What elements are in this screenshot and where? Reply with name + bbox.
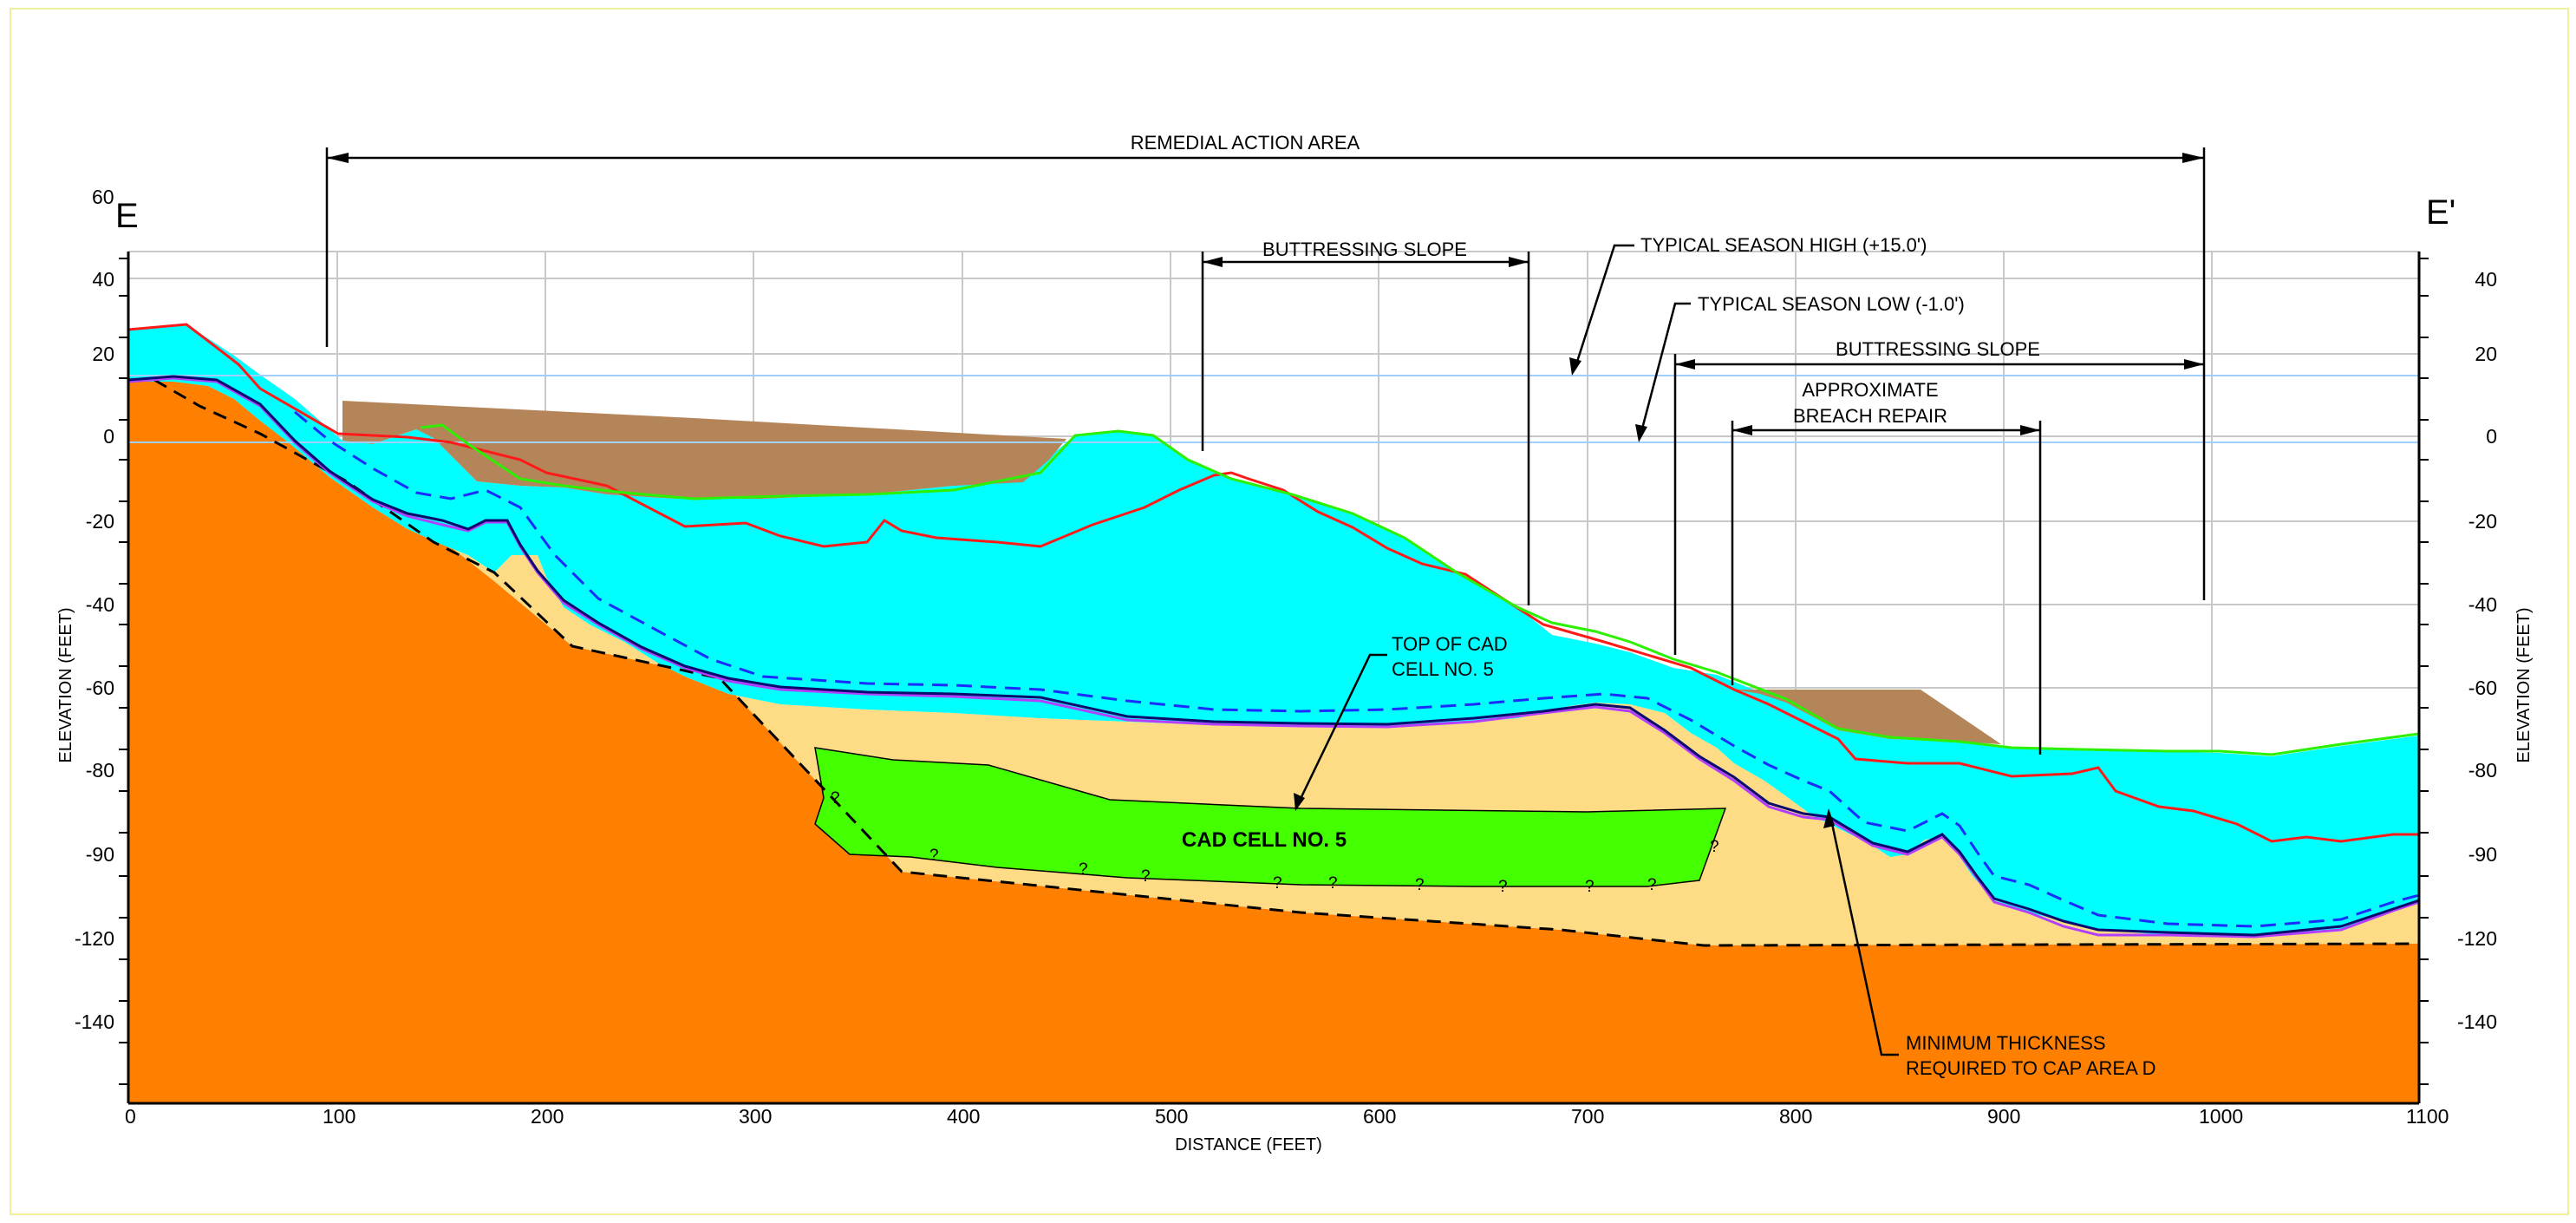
bedrock-layer — [128, 378, 2419, 1103]
min-thickness-leader — [1823, 808, 1899, 1056]
y-tick-left: -60 — [86, 677, 114, 699]
breach-repair-label-line2: BREACH REPAIR — [1793, 405, 1947, 427]
y-tick-left: -90 — [86, 843, 114, 866]
red-contact-line — [127, 323, 2419, 843]
min-cap-dashed-line — [294, 410, 2420, 928]
cad-cell-polygon — [814, 747, 1727, 887]
fill-material-right — [1734, 690, 2001, 744]
y-tick-left: 0 — [103, 425, 114, 448]
section-start-label: E — [115, 197, 139, 235]
y-tick-right: -20 — [2468, 510, 2497, 533]
uncertain-contact-marks: ? ? ? ? ? ? ? ? ? ? ? — [831, 789, 1719, 896]
y-tick-labels-right: 40 20 0 -20 -40 -60 -80 -90 -120 -140 — [2457, 268, 2497, 1033]
x-tick: 900 — [1987, 1105, 2020, 1128]
cad-cell-label: CAD CELL NO. 5 — [1182, 828, 1347, 852]
top-of-cad-label-line2: CELL NO. 5 — [1392, 658, 1494, 680]
y-tick-left: -80 — [86, 759, 114, 782]
ground-surface-line — [420, 423, 2420, 756]
sheet-border — [10, 8, 2569, 1215]
y-tick-left: -20 — [86, 510, 114, 533]
uncertain-mark: ? — [1273, 874, 1282, 893]
y-tick-right: -80 — [2468, 759, 2497, 782]
remedial-action-area-callout — [325, 147, 2206, 600]
breach-repair-callout — [1731, 421, 2042, 755]
x-tick: 1000 — [2199, 1105, 2243, 1128]
min-thickness-label-line2: REQUIRED TO CAP AREA D — [1906, 1057, 2156, 1079]
x-tick: 200 — [531, 1105, 564, 1128]
y-tick-right: 20 — [2475, 343, 2497, 365]
buttressing-slope-right-callout — [1673, 354, 2204, 655]
y-tick-right: 40 — [2475, 268, 2497, 291]
x-tick: 1100 — [2406, 1105, 2449, 1128]
y-tick-left: -40 — [86, 593, 114, 616]
buttressing-slope-left-callout — [1201, 252, 1530, 605]
x-tick: 500 — [1155, 1105, 1188, 1128]
x-tick: 800 — [1779, 1105, 1812, 1128]
fill-material-left — [342, 401, 1066, 499]
sediment-water-layer — [128, 324, 2419, 937]
y-tick-left: 40 — [92, 268, 114, 291]
y-tick-right: -90 — [2468, 843, 2497, 866]
bedrock-contact-dashed — [153, 378, 2420, 947]
y-axis-title-right: ELEVATION (FEET) — [2514, 607, 2534, 762]
navy-contact-line — [127, 375, 2420, 937]
uncertain-mark: ? — [929, 847, 939, 865]
top-of-cad-leader — [1294, 653, 1387, 811]
x-tick: 600 — [1363, 1105, 1396, 1128]
breach-repair-label-line1: APPROXIMATE — [1802, 379, 1938, 401]
y-tick-right: -140 — [2457, 1010, 2497, 1033]
uncertain-mark: ? — [1585, 878, 1595, 896]
purple-contact-line — [127, 376, 2420, 939]
remedial-action-area-label: REMEDIAL ACTION AREA — [1131, 132, 1360, 154]
y-tick-left: 20 — [92, 343, 114, 365]
x-tick-labels: 0 100 200 300 400 500 600 700 800 900 10… — [125, 1105, 2449, 1128]
right-minor-ticks — [2419, 258, 2429, 1085]
y-tick-right: -40 — [2468, 593, 2497, 616]
section-end-label: E' — [2426, 193, 2455, 232]
y-tick-left: -120 — [75, 927, 114, 950]
y-tick-right: -60 — [2468, 677, 2497, 699]
x-tick: 0 — [125, 1105, 136, 1128]
x-tick: 300 — [739, 1105, 772, 1128]
uncertain-mark: ? — [1710, 838, 1719, 856]
season-low-label: TYPICAL SEASON LOW (-1.0') — [1698, 293, 1965, 315]
y-tick-left: -140 — [75, 1010, 114, 1033]
top-of-cad-label-line1: TOP OF CAD — [1392, 633, 1508, 655]
season-high-leader — [1569, 244, 1634, 376]
y-tick-right: 0 — [2486, 425, 2497, 448]
y-tick-right: -120 — [2457, 927, 2497, 950]
uncertain-mark: ? — [1647, 876, 1657, 894]
uncertain-mark: ? — [1079, 860, 1088, 879]
left-minor-ticks — [119, 258, 128, 1085]
x-tick: 400 — [947, 1105, 980, 1128]
uncertain-mark: ? — [1328, 874, 1338, 893]
y-axis-title-left: ELEVATION (FEET) — [56, 607, 75, 762]
x-tick: 700 — [1571, 1105, 1604, 1128]
y-tick-labels-left: 40 20 0 -20 -40 -60 -80 -90 -120 -140 — [75, 268, 114, 1033]
uncertain-mark: ? — [1498, 878, 1508, 896]
min-thickness-label-line1: MINIMUM THICKNESS — [1906, 1032, 2106, 1054]
buttressing-slope-left-label: BUTTRESSING SLOPE — [1262, 239, 1467, 260]
season-low-leader — [1635, 302, 1691, 442]
x-axis-title: DISTANCE (FEET) — [1175, 1135, 1322, 1154]
buttressing-slope-right-label: BUTTRESSING SLOPE — [1836, 338, 2040, 360]
x-tick: 100 — [323, 1105, 355, 1128]
uncertain-mark: ? — [1415, 876, 1425, 894]
top-elevation-label: 60 — [92, 186, 114, 208]
season-high-label: TYPICAL SEASON HIGH (+15.0') — [1640, 234, 1927, 256]
uncertain-mark: ? — [1141, 867, 1151, 886]
uncertain-mark: ? — [831, 789, 840, 808]
